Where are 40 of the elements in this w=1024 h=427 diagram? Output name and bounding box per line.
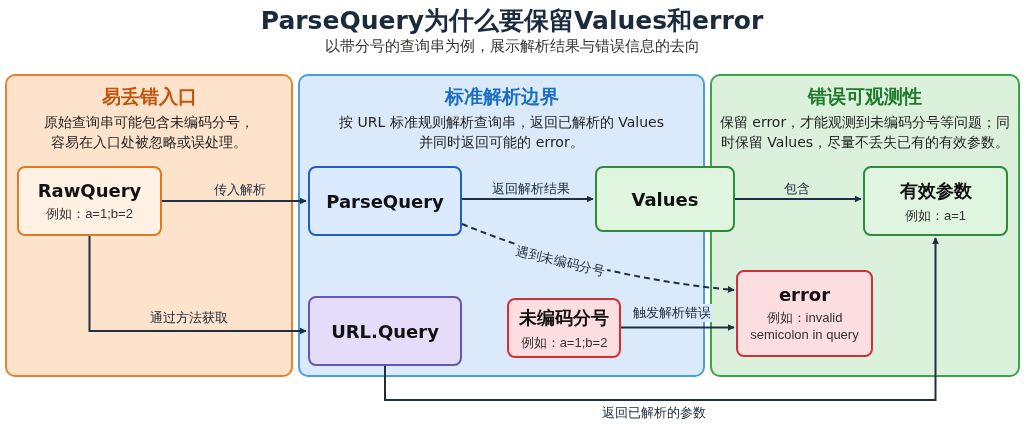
process-box xyxy=(308,296,462,366)
arrow xyxy=(384,237,939,401)
box-title: ParseQuery xyxy=(326,190,444,212)
arrow xyxy=(461,195,594,203)
process-box xyxy=(736,270,873,357)
panel-description: 原始查询串可能包含未编码分号，容易在入口处被忽略或误处理。 xyxy=(43,113,255,152)
diagram-title: ParseQuery为什么要保留Values和error xyxy=(259,5,765,37)
subtitle: 以带分号的查询串为例，展示解析结果与错误信息的去向 xyxy=(323,37,701,56)
edge-label: 返回已解析的参数 xyxy=(600,404,708,422)
panel-description: 保留 error，才能观测到未编码分号等问题；同时保留 Values，尽量不丢失已有的有效参数。 xyxy=(719,113,1011,152)
section-panel xyxy=(5,74,293,377)
arrow xyxy=(734,195,862,203)
process-box xyxy=(507,298,621,358)
panel-description: 按 URL 标准规则解析查询串，返回已解析的 Values 并同时返回可能的 error。 xyxy=(338,113,665,152)
panel-heading: 错误可观测性 xyxy=(806,84,923,109)
edge-label: 包含 xyxy=(782,180,812,198)
box-title: URL.Query xyxy=(331,320,439,342)
process-box xyxy=(595,166,735,232)
edge-label: 传入解析 xyxy=(212,181,268,199)
box-title: RawQuery xyxy=(37,180,142,201)
section-panel xyxy=(710,74,1020,377)
arrow xyxy=(161,197,307,205)
edge-label: 返回解析结果 xyxy=(490,180,572,198)
process-box xyxy=(17,166,162,236)
panel-heading: 易丢错入口 xyxy=(100,84,198,109)
process-box xyxy=(863,166,1008,236)
box-title: Values xyxy=(631,188,699,210)
example-text: 例如：a=1;b=2 xyxy=(45,205,134,222)
example-text: 例如：a=1;b=2 xyxy=(519,333,609,351)
example-text: 例如：invalid semicolon in query xyxy=(749,309,860,343)
edge-label: 触发解析错误 xyxy=(631,304,713,322)
box-title: error xyxy=(778,284,831,305)
arrow xyxy=(88,235,307,335)
box-title: 未编码分号 xyxy=(519,305,609,330)
example-text: 例如：a=1 xyxy=(903,206,968,224)
edge-label: 通过方法获取 xyxy=(148,309,230,327)
box-title: 有效参数 xyxy=(899,178,972,203)
panel-heading: 标准解析边界 xyxy=(443,84,560,109)
arrow xyxy=(620,324,735,331)
process-box xyxy=(308,166,462,236)
